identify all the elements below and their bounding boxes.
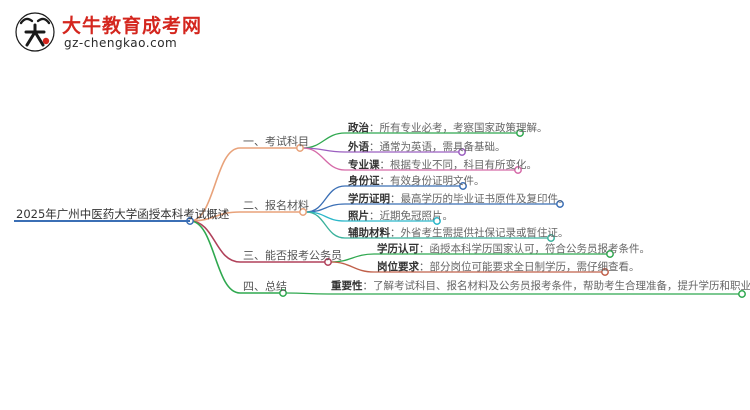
branch-node-materials[interactable]: 二、报名材料 bbox=[243, 198, 309, 212]
leaf-connector bbox=[302, 147, 519, 171]
svg-text:身份证：有效身份证明文件。: 身份证：有效身份证明文件。 bbox=[348, 174, 485, 187]
branch-connector bbox=[189, 147, 301, 222]
leaf-end-dot bbox=[606, 250, 614, 258]
branch-end-dot bbox=[299, 208, 307, 216]
svg-text:学历认可：函授本科学历国家认可，符合公务员报考条件。: 学历认可：函授本科学历国家认可，符合公务员报考条件。 bbox=[377, 242, 650, 255]
site-url[interactable]: gz-chengkao.com bbox=[64, 36, 178, 50]
svg-text:政治：所有专业必考，考察国家政策理解。: 政治：所有专业必考，考察国家政策理解。 bbox=[348, 121, 548, 134]
branch-label-materials: 二、报名材料 bbox=[243, 198, 309, 212]
leaf-photo[interactable]: 照片：近期免冠照片。 bbox=[348, 209, 453, 222]
branch-end-dot bbox=[279, 289, 287, 297]
bull-logo-icon bbox=[15, 12, 55, 52]
mind-map-edges bbox=[186, 129, 746, 298]
leaf-text: ：近期免冠照片。 bbox=[369, 209, 453, 222]
branch-label-subjects: 一、考试科目 bbox=[243, 134, 309, 148]
leaf-text: ：了解考试科目、报名材料及公务员报考条件，帮助考生合理准备，提升学历和职业竞争力… bbox=[363, 279, 750, 292]
leaf-auxiliary-materials[interactable]: 辅助材料：外省考生需提供社保记录或暂住证。 bbox=[348, 226, 569, 239]
branch-connector bbox=[189, 220, 284, 294]
branch-node-civil-service[interactable]: 三、能否报考公务员 bbox=[243, 248, 342, 262]
leaf-connector bbox=[302, 132, 521, 149]
leaf-id-card[interactable]: 身份证：有效身份证明文件。 bbox=[348, 174, 485, 187]
svg-text:辅助材料：外省考生需提供社保记录或暂住证。: 辅助材料：外省考生需提供社保记录或暂住证。 bbox=[348, 226, 569, 239]
leaf-end-dot bbox=[547, 234, 555, 242]
branch-end-dot bbox=[296, 144, 304, 152]
leaf-key: 重要性 bbox=[331, 279, 363, 292]
leaf-key: 辅助材料 bbox=[348, 226, 390, 239]
leaf-key: 专业课 bbox=[348, 158, 380, 171]
svg-text:重要性：了解考试科目、报名材料及公务员报考条件，帮助考生合理: 重要性：了解考试科目、报名材料及公务员报考条件，帮助考生合理准备，提升学历和职业… bbox=[331, 279, 750, 292]
leaf-key: 岗位要求 bbox=[377, 260, 419, 273]
leaf-key: 政治 bbox=[348, 121, 369, 134]
svg-text:学历证明：最高学历的毕业证书原件及复印件。: 学历证明：最高学历的毕业证书原件及复印件。 bbox=[348, 192, 569, 205]
leaf-text: ：所有专业必考，考察国家政策理解。 bbox=[369, 121, 548, 134]
branch-label-civil-service: 三、能否报考公务员 bbox=[243, 248, 342, 262]
svg-text:照片：近期免冠照片。: 照片：近期免冠照片。 bbox=[348, 209, 453, 222]
branch-end-dot bbox=[324, 258, 332, 266]
leaf-education-recognition[interactable]: 学历认可：函授本科学历国家认可，符合公务员报考条件。 bbox=[377, 242, 650, 255]
leaf-text: ：有效身份证明文件。 bbox=[380, 174, 485, 187]
branch-connector bbox=[189, 211, 304, 222]
mind-map-nodes: 2025年广州中医药大学函授本科考试概述 一、考试科目 二、报名材料 三、能否报… bbox=[14, 121, 750, 293]
leaf-position-requirement[interactable]: 岗位要求：部分岗位可能要求全日制学历，需仔细查看。 bbox=[377, 260, 640, 273]
leaf-end-dot bbox=[516, 129, 524, 137]
leaf-connector bbox=[285, 292, 743, 295]
svg-text:岗位要求：部分岗位可能要求全日制学历，需仔细查看。: 岗位要求：部分岗位可能要求全日制学历，需仔细查看。 bbox=[377, 260, 640, 273]
leaf-education-proof[interactable]: 学历证明：最高学历的毕业证书原件及复印件。 bbox=[348, 192, 569, 205]
leaf-connector bbox=[305, 211, 552, 239]
leaf-major-course[interactable]: 专业课：根据专业不同，科目有所变化。 bbox=[348, 158, 537, 171]
leaf-connector bbox=[330, 261, 606, 273]
leaf-end-dot bbox=[514, 166, 522, 174]
leaf-text: ：最高学历的毕业证书原件及复印件。 bbox=[390, 192, 569, 205]
svg-text:外语：通常为英语，需具备基础。: 外语：通常为英语，需具备基础。 bbox=[347, 140, 506, 153]
root-node[interactable]: 2025年广州中医药大学函授本科考试概述 bbox=[14, 207, 230, 222]
root-label: 2025年广州中医药大学函授本科考试概述 bbox=[16, 207, 230, 221]
site-title: 大牛教育成考网 bbox=[62, 15, 203, 37]
leaf-text: ：外省考生需提供社保记录或暂住证。 bbox=[390, 226, 569, 239]
leaf-end-dot bbox=[459, 182, 467, 190]
leaf-text: ：部分岗位可能要求全日制学历，需仔细查看。 bbox=[419, 260, 640, 273]
branch-node-subjects[interactable]: 一、考试科目 bbox=[243, 134, 309, 148]
leaf-key: 学历认可 bbox=[377, 242, 419, 255]
leaf-text: ：通常为英语，需具备基础。 bbox=[369, 140, 506, 153]
leaf-text: ：函授本科学历国家认可，符合公务员报考条件。 bbox=[419, 242, 650, 255]
leaf-connector bbox=[330, 253, 611, 263]
leaf-key: 照片 bbox=[348, 209, 369, 222]
leaf-end-dot bbox=[433, 217, 441, 225]
leaf-end-dot bbox=[601, 268, 609, 276]
leaf-foreign-language[interactable]: 外语：通常为英语，需具备基础。 bbox=[347, 140, 506, 153]
branch-label-summary: 四、总结 bbox=[243, 279, 287, 293]
leaf-end-dot bbox=[738, 290, 746, 298]
leaf-text: ：根据专业不同，科目有所变化。 bbox=[380, 158, 538, 171]
leaf-end-dot bbox=[458, 148, 466, 156]
leaf-politics[interactable]: 政治：所有专业必考，考察国家政策理解。 bbox=[348, 121, 548, 134]
leaf-key: 外语 bbox=[347, 140, 369, 153]
svg-text:专业课：根据专业不同，科目有所变化。: 专业课：根据专业不同，科目有所变化。 bbox=[348, 158, 537, 171]
site-logo: 大牛教育成考网 gz-chengkao.com bbox=[12, 8, 212, 54]
leaf-key: 学历证明 bbox=[348, 192, 390, 205]
leaf-key: 身份证 bbox=[348, 174, 380, 187]
leaf-end-dot bbox=[556, 200, 564, 208]
branch-connector bbox=[189, 220, 329, 263]
leaf-importance[interactable]: 重要性：了解考试科目、报名材料及公务员报考条件，帮助考生合理准备，提升学历和职业… bbox=[331, 279, 750, 292]
branch-node-summary[interactable]: 四、总结 bbox=[243, 279, 287, 293]
